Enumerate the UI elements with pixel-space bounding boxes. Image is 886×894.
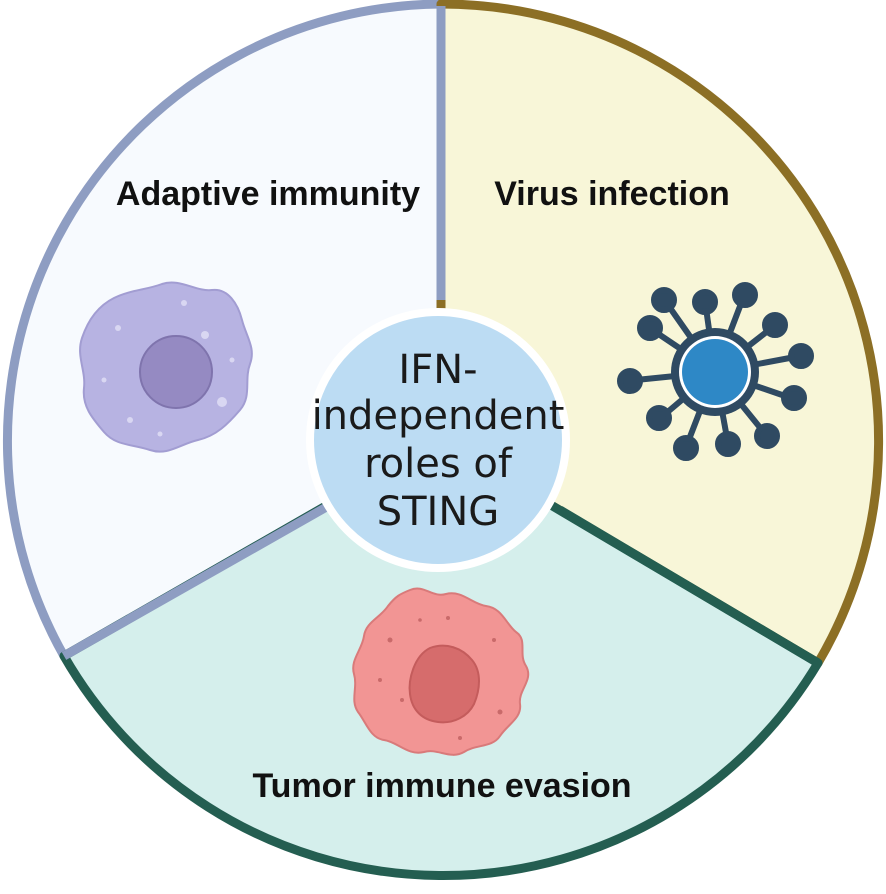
center-label-line-4: STING bbox=[377, 489, 500, 535]
tumor-cell-icon bbox=[352, 587, 530, 756]
divider-left bbox=[61, 501, 333, 660]
virus-infection-label: Virus infection bbox=[494, 175, 730, 213]
center-label-line-2: independent bbox=[312, 393, 565, 439]
tumor-immune-evasion-label: Tumor immune evasion bbox=[252, 767, 631, 805]
immune-cell-icon bbox=[79, 281, 253, 453]
center-label-line-1: IFN- bbox=[398, 347, 477, 393]
center-label-line-3: roles of bbox=[364, 441, 513, 487]
virus-icon bbox=[617, 282, 814, 461]
adaptive-immunity-label: Adaptive immunity bbox=[116, 175, 420, 213]
divider-right bbox=[557, 506, 821, 667]
center-circle bbox=[306, 308, 570, 572]
